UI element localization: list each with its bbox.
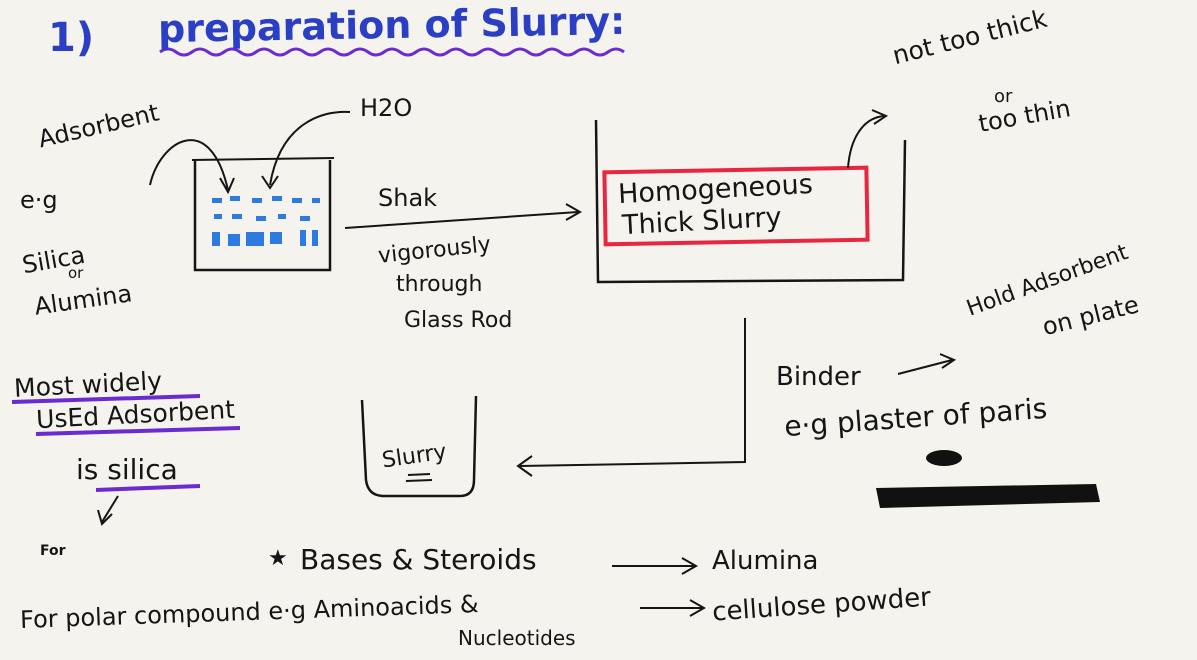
most-used-line3: is silica	[76, 456, 178, 484]
flow-down-arrow	[520, 318, 745, 466]
binder-label: Binder	[776, 364, 861, 390]
homogeneous-line2: Thick Slurry	[621, 204, 782, 239]
or-label: or	[68, 266, 83, 281]
shake-arrow	[345, 212, 578, 228]
bases-label: Bases & Steroids	[300, 546, 537, 574]
for-short: For	[40, 544, 66, 558]
water-label: H2O	[360, 96, 412, 120]
heading-number: 1)	[48, 18, 94, 58]
heading-underline	[160, 49, 624, 55]
shake-line3: through	[396, 274, 482, 296]
shake-line4: Glass Rod	[404, 310, 512, 332]
shake-line1: Shak	[378, 186, 437, 210]
down-arrow-small	[102, 496, 118, 522]
adsorbent-arrow	[150, 140, 228, 190]
water-arrow	[270, 112, 350, 185]
redaction-scribble	[876, 484, 1100, 508]
ink-blot	[926, 450, 962, 466]
polar-label-2: Nucleotides	[458, 628, 576, 648]
consistency-arrow	[848, 116, 884, 168]
star-icon: ★	[268, 548, 288, 570]
bases-result: Alumina	[712, 548, 818, 574]
page-title: preparation of Slurry:	[158, 2, 626, 48]
most-used-line1: Most widely	[13, 368, 162, 401]
eg-label: e·g	[20, 188, 58, 212]
beaker-icon	[192, 158, 334, 270]
